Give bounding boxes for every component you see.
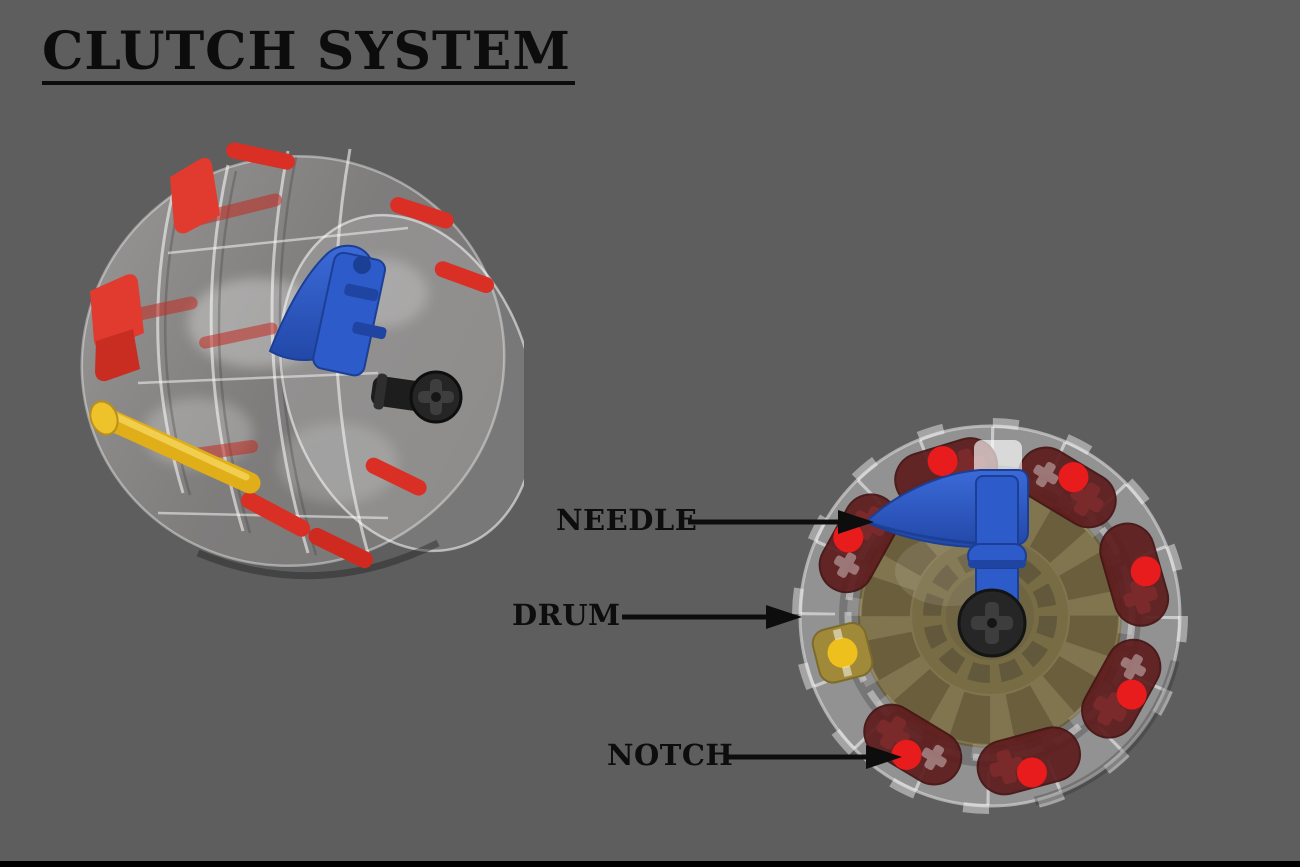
red-clip-handles	[90, 157, 220, 382]
needle-label: NEEDLE	[556, 503, 698, 537]
needle-arrow	[688, 510, 874, 534]
drum-label: DRUM	[512, 598, 621, 632]
clutch-drum-front-figure	[792, 418, 1188, 814]
page-title: CLUTCH SYSTEM	[42, 26, 575, 85]
notch-pin-target	[1116, 679, 1147, 710]
clutch-drum-perspective-figure	[80, 142, 524, 580]
axle-hub	[957, 588, 1027, 658]
notch-arrow	[725, 745, 902, 769]
black-axle-connector	[370, 370, 463, 424]
drum-arrow	[622, 605, 802, 629]
yellow-axle-rod	[89, 400, 261, 494]
notch-label: NOTCH	[607, 738, 734, 772]
needle-part	[864, 440, 1029, 622]
yellow-pin	[811, 622, 874, 684]
red-notch-pins-perspective	[226, 142, 495, 569]
needle-pawl-perspective	[268, 244, 387, 377]
bottom-border-bar	[0, 861, 1300, 867]
notch-pins	[833, 446, 1161, 788]
